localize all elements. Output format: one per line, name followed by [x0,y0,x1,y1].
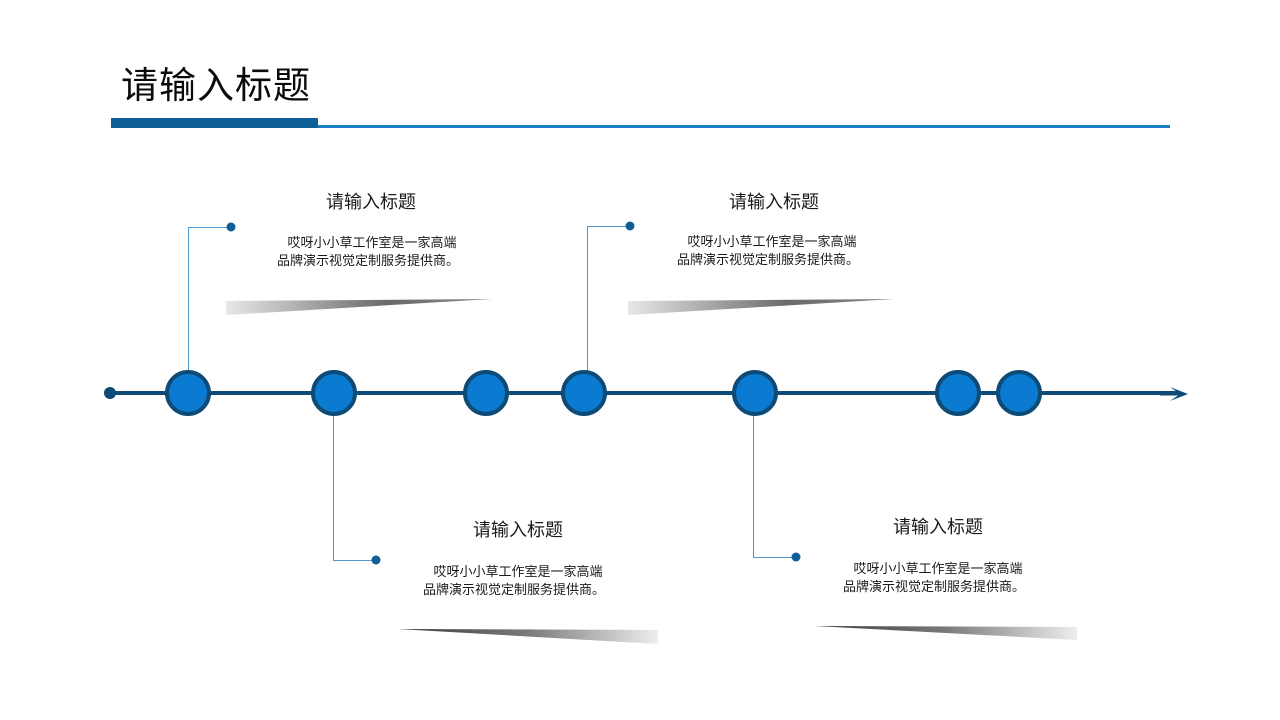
card-1-body-line-2: 品牌演示视觉定制服务提供商。 [276,254,459,269]
card-4-body[interactable]: 哎呀小小草工作室是一家高端 品牌演示视觉定制服务提供商。 [819,561,1049,597]
connector-horizontal-1 [188,227,231,228]
card-4-body-line-2: 品牌演示视觉定制服务提供商。 [842,580,1025,595]
card-3-body-line-2: 品牌演示视觉定制服务提供商。 [676,253,859,268]
timeline-node-5[interactable] [732,370,778,416]
card-3-body-line-1: 哎呀小小草工作室是一家高端 [687,235,857,250]
timeline-node-3[interactable] [463,370,509,416]
timeline-node-7[interactable] [996,370,1042,416]
connector-vertical-4 [753,414,754,557]
connector-dot-1 [226,222,236,232]
card-3-body[interactable]: 哎呀小小草工作室是一家高端 品牌演示视觉定制服务提供商。 [653,234,883,270]
card-4-shadow-wedge [815,626,1077,640]
connector-horizontal-2 [333,560,376,561]
card-2-body-line-2: 品牌演示视觉定制服务提供商。 [422,583,605,598]
timeline-node-2[interactable] [311,370,357,416]
timeline-node-1[interactable] [165,370,211,416]
card-1-body[interactable]: 哎呀小小草工作室是一家高端 品牌演示视觉定制服务提供商。 [253,235,483,271]
card-2-body-line-1: 哎呀小小草工作室是一家高端 [433,565,603,580]
connector-vertical-2 [333,414,334,560]
connector-horizontal-4 [753,557,796,558]
timeline-node-4[interactable] [561,370,607,416]
connector-vertical-3 [587,226,588,372]
title-underline-rule [318,125,1170,128]
timeline-axis [110,391,1178,395]
arrow-right-icon [1160,387,1188,401]
connector-dot-4 [791,552,801,562]
card-3-title[interactable]: 请输入标题 [729,192,819,213]
card-4-title[interactable]: 请输入标题 [893,517,983,538]
page-title[interactable]: 请输入标题 [121,64,311,107]
connector-dot-2 [371,555,381,565]
connector-vertical-1 [188,227,189,372]
card-2-shadow-wedge [398,629,658,644]
card-3-shadow-wedge [628,299,894,315]
connector-dot-3 [625,221,635,231]
card-1-shadow-wedge [226,299,492,315]
card-1-body-line-1: 哎呀小小草工作室是一家高端 [287,236,457,251]
card-1-title[interactable]: 请输入标题 [326,192,416,213]
card-4-body-line-1: 哎呀小小草工作室是一家高端 [853,562,1023,577]
timeline-start-dot [104,387,116,399]
card-2-body[interactable]: 哎呀小小草工作室是一家高端 品牌演示视觉定制服务提供商。 [399,564,629,600]
card-2-title[interactable]: 请输入标题 [473,520,563,541]
title-underline-accent [111,118,318,128]
timeline-node-6[interactable] [935,370,981,416]
connector-horizontal-3 [587,226,630,227]
